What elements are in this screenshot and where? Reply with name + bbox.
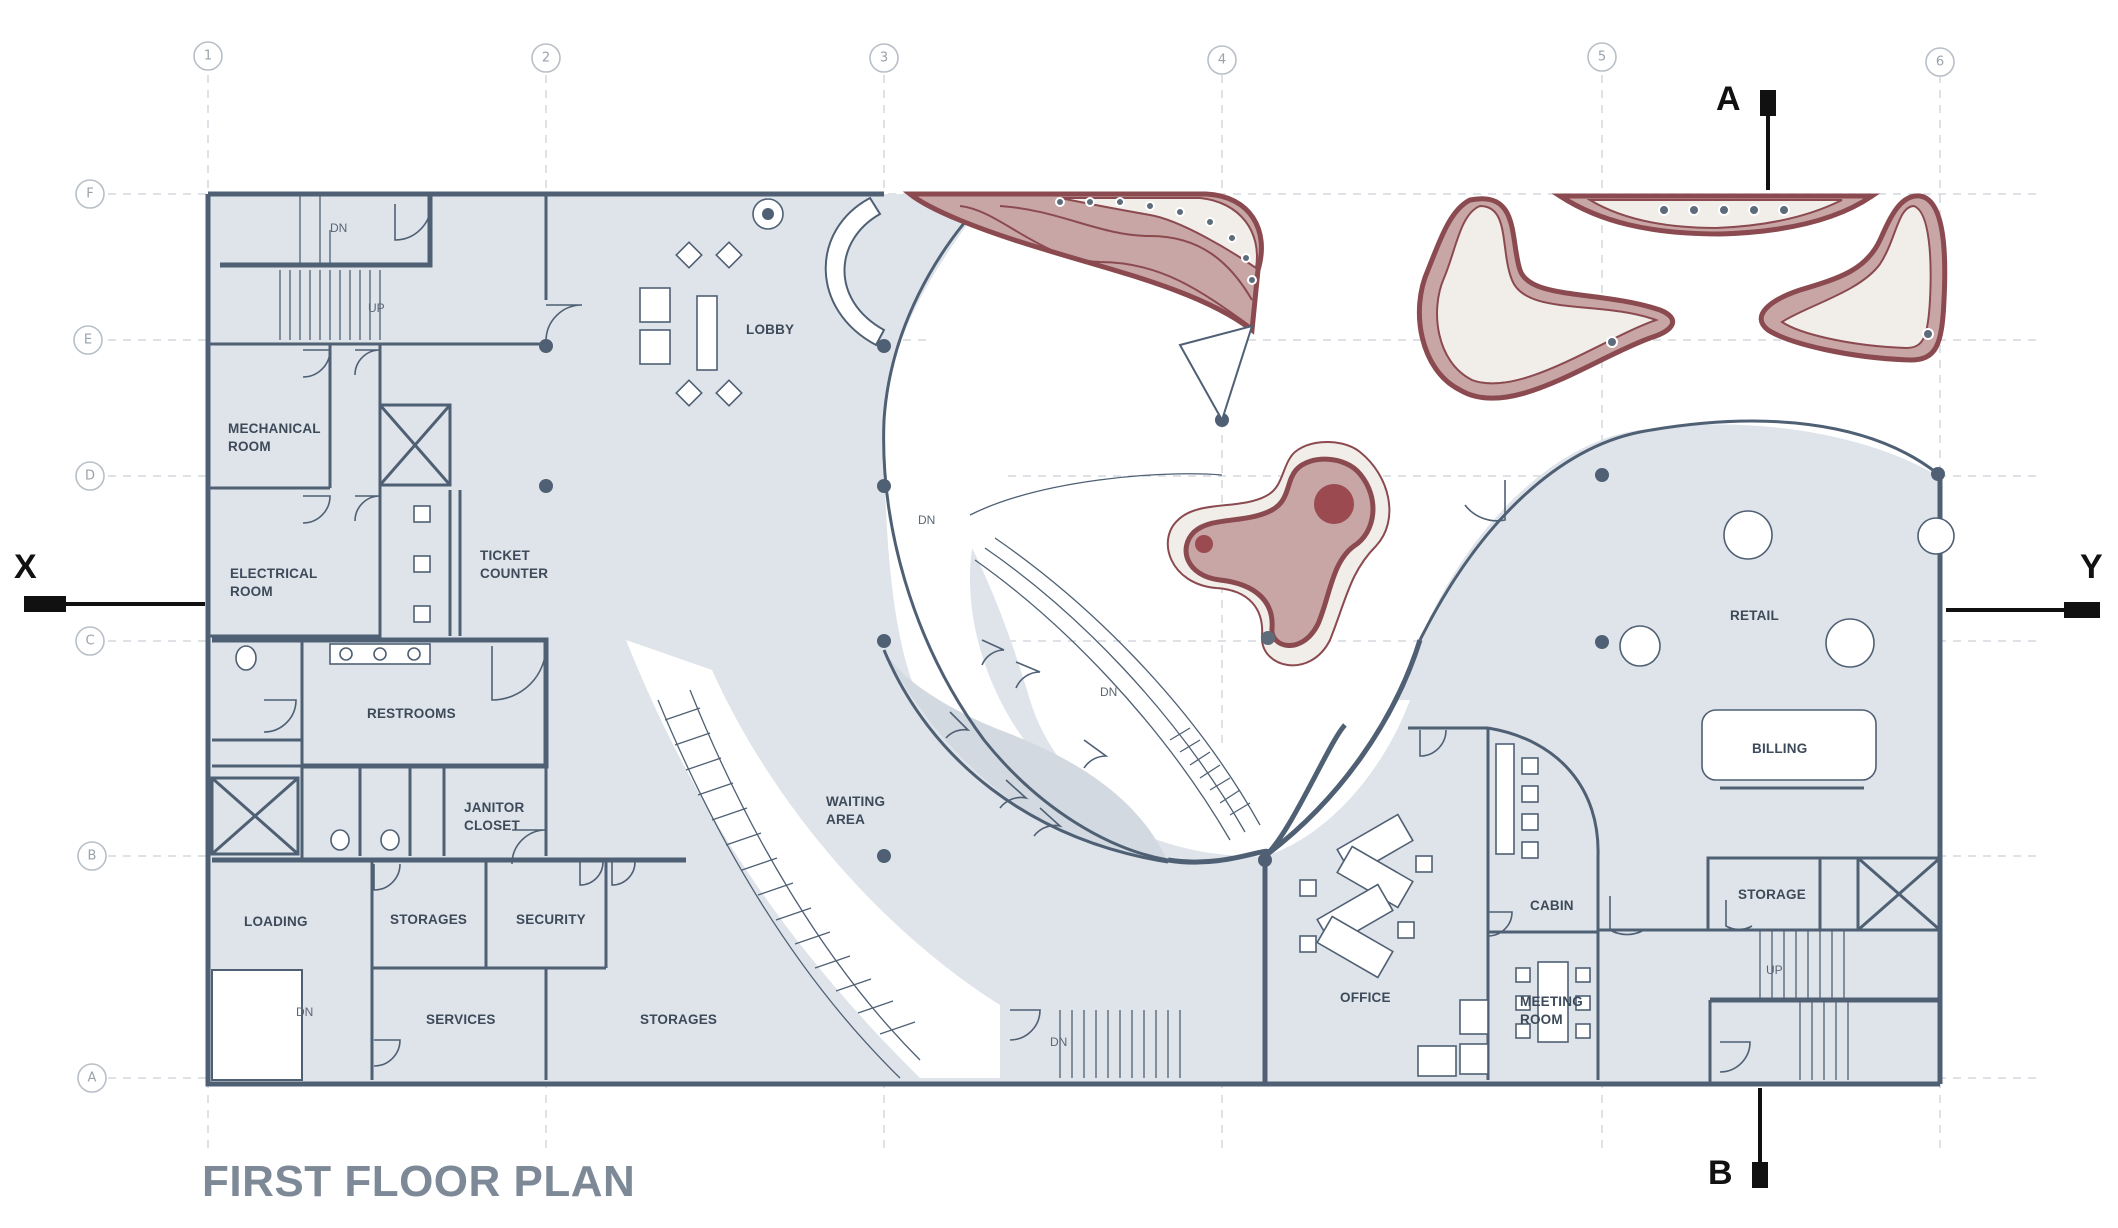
waiting-area-floor [884,650,1169,862]
plan-title: FIRST FLOOR PLAN [202,1157,635,1206]
grid-row-a: A [88,1071,97,1086]
room-labels: LOBBY MECHANICAL ROOM ELECTRICAL ROOM TI… [228,322,1807,1027]
label-security: SECURITY [516,912,586,927]
label-mechanical-2: ROOM [228,439,271,454]
label-meeting-2: ROOM [1520,1012,1563,1027]
grid-row-c: C [85,634,94,649]
grid-col-4: 4 [1218,53,1226,68]
stairs: DN UP DN DN [279,194,1849,1080]
label-meeting-1: MEETING [1520,994,1583,1009]
grid-col-1: 1 [204,49,212,64]
label-storages-b: STORAGES [640,1012,717,1027]
courtyard-void [884,246,1410,857]
section-y-label: Y [2080,548,2103,586]
label-storage: STORAGE [1738,887,1806,902]
walls [205,191,1943,1087]
label-cabin: CABIN [1530,898,1574,913]
grid-row-b: B [88,849,97,864]
stair-up-top: UP [368,301,385,315]
label-waiting-2: AREA [826,812,865,827]
grid-bubbles: 1 2 3 4 5 6 F E D C B A [73,41,1955,1093]
label-office: OFFICE [1340,990,1391,1005]
grid-col-2: 2 [542,51,550,66]
label-ticket-1: TICKET [480,548,531,563]
label-mechanical-1: MECHANICAL [228,421,321,436]
label-janitor-2: CLOSET [464,818,521,833]
label-storages-a: STORAGES [390,912,467,927]
stair-dn-bottom: DN [1050,1035,1067,1049]
grid-col-3: 3 [880,51,888,66]
grid-row-e: E [84,333,92,348]
grid-col-5: 5 [1598,50,1606,65]
doors [263,203,1753,1073]
lobby-curved-feature [824,196,886,347]
stair-dn-loading: DN [296,1005,313,1019]
stair-dn-top: DN [330,221,347,235]
grid-col-6: 6 [1936,55,1944,70]
stair-dn-curve: DN [1100,685,1117,699]
label-janitor-1: JANITOR [464,800,524,815]
label-electrical-1: ELECTRICAL [230,566,318,581]
label-lobby: LOBBY [746,322,794,337]
label-waiting-1: WAITING [826,794,885,809]
structural-columns [539,339,1945,867]
grid-row-f: F [86,187,93,202]
planters [902,191,1948,667]
label-restrooms: RESTROOMS [367,706,456,721]
label-electrical-2: ROOM [230,584,273,599]
label-retail: RETAIL [1730,608,1779,623]
section-x-label: X [14,548,37,586]
stair-up-right: UP [1766,963,1783,977]
section-a-label: A [1716,80,1741,118]
stair-dn-ramp: DN [918,513,935,527]
label-services: SERVICES [426,1012,496,1027]
section-b-label: B [1708,1154,1733,1192]
grand-stair-sweep [626,640,1000,1078]
label-loading: LOADING [244,914,308,929]
label-ticket-2: COUNTER [480,566,548,581]
section-markers: X Y A B [14,80,2103,1192]
glazing-wedge [1178,324,1254,423]
label-billing: BILLING [1752,741,1807,756]
furniture [235,198,1955,1077]
grid-row-d: D [85,469,95,484]
